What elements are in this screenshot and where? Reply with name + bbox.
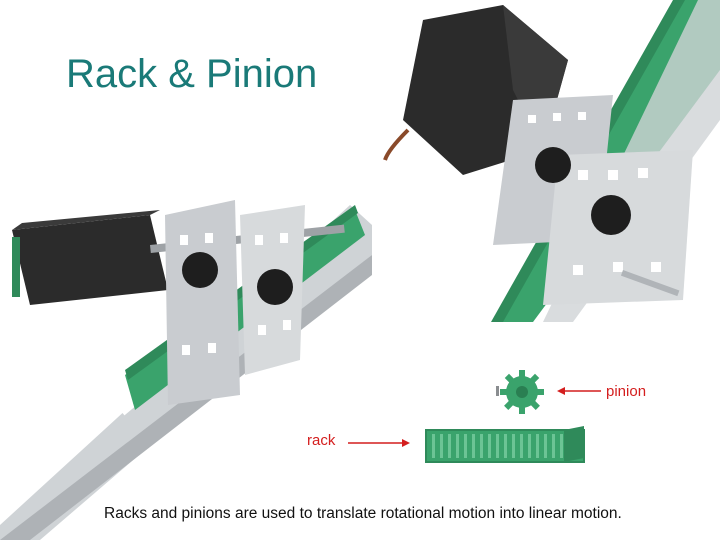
motor-top-full xyxy=(12,210,160,230)
motor-body-full xyxy=(12,215,168,305)
pinion-label: pinion xyxy=(606,383,647,400)
rack-bar-image xyxy=(425,426,585,463)
motor-wires xyxy=(383,128,410,161)
pinion-gear-image xyxy=(496,370,544,414)
photo-closeup-assembly xyxy=(383,0,720,322)
photo-full-assembly xyxy=(0,200,372,540)
knob-full-1 xyxy=(182,252,218,288)
rack-label: rack xyxy=(307,432,336,449)
shaft-closeup xyxy=(620,269,680,297)
bracket-full-1 xyxy=(165,200,240,405)
slide-caption: Racks and pinions are used to translate … xyxy=(104,505,622,522)
knob-full-2 xyxy=(257,269,293,305)
pinion-arrow xyxy=(557,387,601,395)
slide-title: Rack & Pinion xyxy=(66,52,318,96)
rail-holes xyxy=(29,401,136,491)
knob-closeup-2 xyxy=(591,195,631,235)
motor-base-full xyxy=(12,237,20,297)
bracket-holes xyxy=(180,233,291,355)
knob-closeup-1 xyxy=(535,147,571,183)
rack-arrow xyxy=(348,439,410,447)
